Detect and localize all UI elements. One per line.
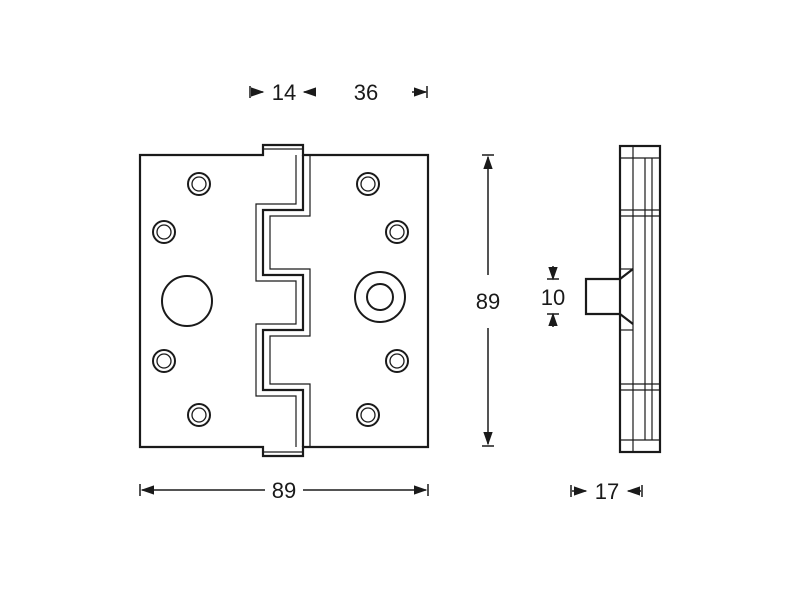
dim-label-pin: 10	[541, 285, 565, 310]
dim-label-thickness: 17	[595, 479, 619, 504]
dimension-width: 89	[139, 478, 429, 503]
pin-hole-right	[354, 271, 406, 323]
dim-label-14: 14	[272, 80, 296, 105]
dimension-pin: 10	[541, 266, 565, 327]
side-plate-outer	[618, 144, 662, 454]
dimension-height: 89	[476, 154, 500, 447]
screw-hole	[187, 403, 211, 427]
dim-label-36: 36	[354, 80, 378, 105]
knuckle-inner-line-right	[269, 155, 311, 447]
pin-hole-left	[161, 275, 213, 327]
dimension-top: 14 36	[249, 80, 428, 105]
screw-hole	[152, 220, 176, 244]
knuckle-seam	[261, 155, 305, 447]
hinge-outline	[138, 143, 430, 458]
screw-hole	[356, 172, 380, 196]
hinge-front-view	[138, 143, 430, 458]
hinge-side-view	[584, 144, 662, 454]
side-pin	[584, 268, 634, 325]
screw-hole	[385, 349, 409, 373]
screw-hole	[152, 349, 176, 373]
screw-hole	[385, 220, 409, 244]
knuckle-inner-line	[255, 155, 297, 447]
dim-label-height: 89	[476, 289, 500, 314]
screw-hole	[356, 403, 380, 427]
dim-label-width: 89	[272, 478, 296, 503]
screw-hole	[187, 172, 211, 196]
dimension-thickness: 17	[570, 479, 643, 504]
